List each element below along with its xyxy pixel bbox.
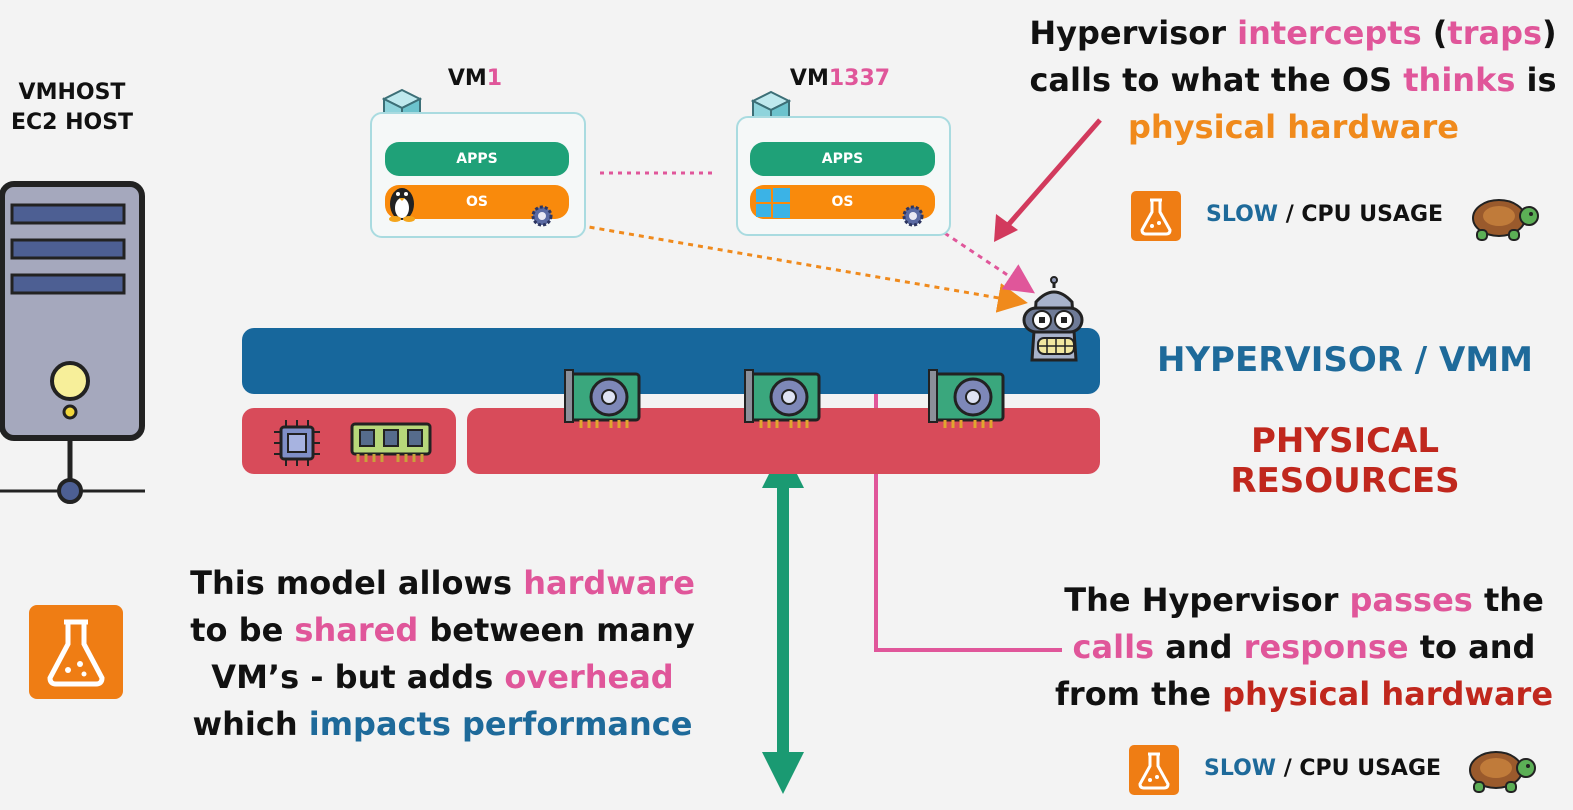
intercept-text-7: thinks — [1403, 61, 1516, 99]
intercept-text-5: ) — [1542, 14, 1557, 52]
intercept-text-1: Hypervisor — [1029, 14, 1238, 52]
server-tower-icon — [0, 181, 145, 504]
cpu-chip-icon — [274, 420, 320, 466]
pass-text-8: from the — [1054, 675, 1223, 713]
windows-logo-icon — [756, 188, 790, 218]
ram-module-icon — [350, 422, 432, 462]
turtle-icon-bottom — [1469, 751, 1536, 793]
overhead-text-7: overhead — [504, 658, 674, 696]
overhead-text-1: This model allows — [190, 564, 524, 602]
linux-penguin-icon — [389, 188, 415, 222]
host-label-line1: VMHOST — [18, 80, 126, 105]
overhead-text-6: VM’s - but adds — [211, 658, 505, 696]
hypervisor-label: HYPERVISOR / VMM — [1156, 340, 1533, 380]
cpu-usage-label-bottom: / CPU USAGE — [1276, 756, 1442, 781]
vm1337-title: VM1337 — [780, 66, 900, 91]
pass-through-callout: The Hypervisor passes the calls and resp… — [1052, 577, 1556, 718]
overhead-line2: to be shared between many — [190, 607, 695, 654]
vm1-apps-bar: APPS — [385, 142, 569, 176]
pass-text-4: calls — [1072, 628, 1155, 666]
host-label: VMHOST EC2 HOST — [0, 78, 144, 138]
overhead-line1: This model allows hardware — [190, 560, 695, 607]
gpu-card-icon-2 — [744, 369, 821, 428]
pass-text-1: The Hypervisor — [1064, 581, 1350, 619]
intercept-callout-line2: calls to what the OS thinks is — [1028, 57, 1558, 104]
gpu-card-icon-1 — [564, 369, 641, 428]
pass-text-3: the — [1472, 581, 1544, 619]
gpu-card-icon-3 — [928, 369, 1005, 428]
pass-text-7: to and — [1408, 628, 1536, 666]
vm1-title-prefix: VM — [447, 66, 487, 91]
pass-text-6: response — [1243, 628, 1409, 666]
cpu-usage-label-top: / CPU USAGE — [1278, 202, 1444, 227]
turtle-icon-top — [1472, 199, 1539, 241]
slow-usage-top: SLOW / CPU USAGE — [1206, 202, 1443, 227]
flask-icon-large — [29, 605, 123, 699]
pass-text-9: physical hardware — [1222, 675, 1554, 713]
robot-head-icon — [1022, 276, 1084, 362]
intercept-arrow — [1000, 118, 1102, 234]
pass-text-2: passes — [1349, 581, 1473, 619]
vm1-gear-icon — [531, 205, 553, 227]
overhead-text-3: to be — [190, 611, 295, 649]
vm1-title: VM1 — [420, 66, 530, 91]
vm1-call-arrow — [559, 220, 1028, 313]
intercept-callout: Hypervisor intercepts (traps) calls to w… — [1028, 10, 1558, 151]
overhead-line3: VM’s - but adds overhead — [190, 654, 695, 701]
host-label-line2: EC2 HOST — [10, 110, 134, 135]
performance-arrow-down — [762, 752, 804, 794]
slow-label-bottom: SLOW — [1204, 756, 1277, 781]
intercept-text-4: traps — [1447, 14, 1543, 52]
slow-usage-bottom: SLOW / CPU USAGE — [1204, 756, 1441, 781]
intercept-text-2: intercepts — [1237, 14, 1422, 52]
vm1337-gear-icon — [902, 205, 924, 227]
overhead-line4: which impacts performance — [190, 701, 695, 748]
overhead-callout: This model allows hardware to be shared … — [190, 560, 695, 748]
vm1337-title-prefix: VM — [789, 66, 829, 91]
intercept-callout-line1: Hypervisor intercepts (traps) — [1028, 10, 1558, 57]
flask-icon-top — [1131, 191, 1181, 241]
physical-resources-label: PHYSICAL RESOURCES — [1230, 421, 1460, 501]
flask-icon-bottom — [1129, 745, 1179, 795]
overhead-text-5: between many — [418, 611, 695, 649]
overhead-text-8: which — [192, 705, 309, 743]
slow-label-top: SLOW — [1206, 202, 1279, 227]
overhead-text-9: impacts performance — [308, 705, 693, 743]
intercept-text-6: calls to what the OS — [1029, 61, 1404, 99]
vm1337-apps-bar: APPS — [750, 142, 935, 176]
vm1-title-number: 1 — [486, 66, 503, 91]
intercept-text-9: physical hardware — [1128, 108, 1459, 146]
pass-through-line3: from the physical hardware — [1052, 671, 1556, 718]
pass-through-line2: calls and response to and — [1052, 624, 1556, 671]
pass-text-5: and — [1154, 628, 1244, 666]
intercept-text-3: ( — [1421, 14, 1448, 52]
pass-through-line1: The Hypervisor passes the — [1052, 577, 1556, 624]
intercept-arrowhead — [994, 214, 1018, 242]
overhead-text-4: shared — [294, 611, 419, 649]
vm1337-title-number: 1337 — [828, 66, 891, 91]
overhead-text-2: hardware — [523, 564, 695, 602]
intercept-text-8: is — [1515, 61, 1557, 99]
